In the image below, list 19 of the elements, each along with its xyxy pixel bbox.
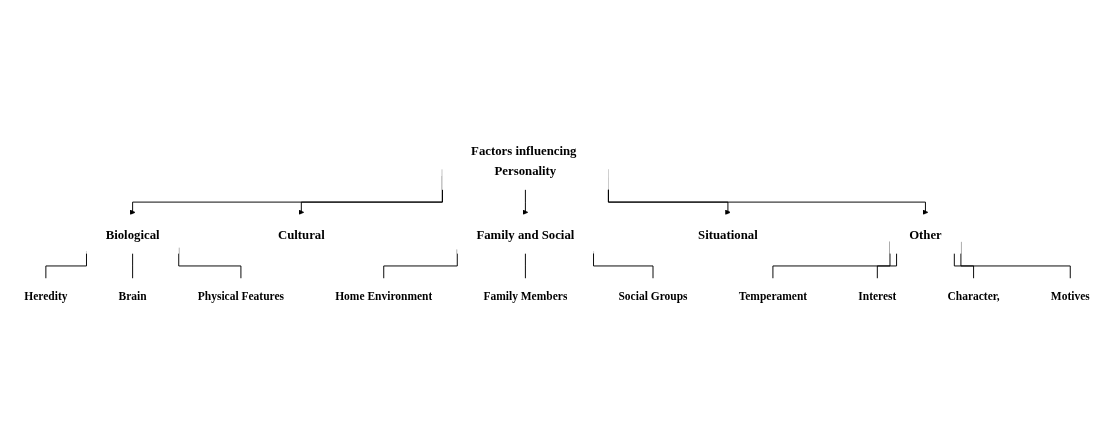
node-text: Heredity <box>24 290 68 304</box>
node-text: Temperament <box>738 290 808 304</box>
node-text: Family Members <box>483 290 568 304</box>
node-text: Character, <box>947 290 1000 304</box>
node-text: Family and Social <box>476 227 575 242</box>
connector <box>953 252 975 280</box>
node-text: Situational <box>698 227 758 242</box>
node-text: Factors influencing Personality <box>471 143 577 178</box>
connector <box>132 252 134 280</box>
node-text: Brain <box>118 290 147 304</box>
node-text: Cultural <box>277 227 325 242</box>
node-text: Motives <box>1050 290 1090 304</box>
node-text: Social Groups <box>618 290 688 304</box>
node-text: Home Environment <box>335 290 433 304</box>
node-text: Physical Features <box>197 290 285 304</box>
connector <box>876 252 898 280</box>
node-text: Biological <box>105 227 160 242</box>
connector <box>524 252 526 280</box>
node-text: Interest <box>858 290 897 304</box>
